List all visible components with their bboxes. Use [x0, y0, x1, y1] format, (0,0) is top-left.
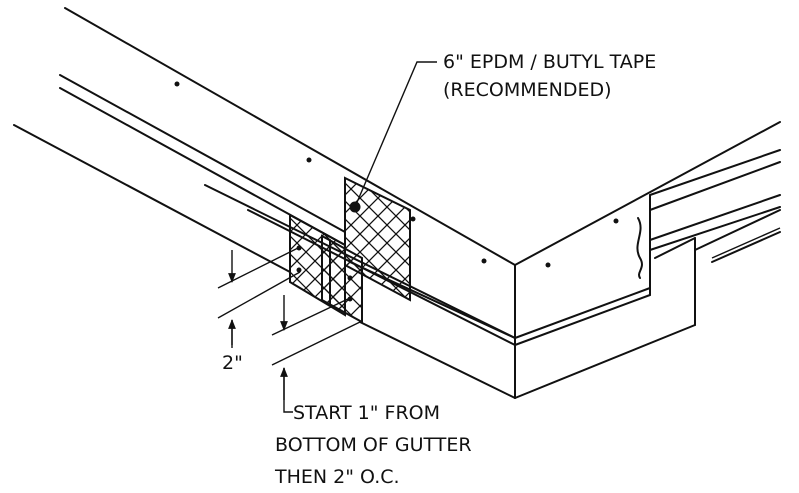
- tape-label-line2: (RECOMMENDED): [443, 79, 612, 101]
- fastener-dot: [481, 258, 487, 264]
- gutter-left-run: [13, 7, 516, 399]
- spacing-label: 2": [222, 352, 243, 374]
- start-label-line3: THEN 2" O.C.: [274, 466, 400, 488]
- fastener-dot: [296, 267, 302, 273]
- fastener-dot: [347, 275, 353, 281]
- start-label-line2: BOTTOM OF GUTTER: [275, 434, 472, 456]
- gutter-right-run: [514, 121, 781, 326]
- fastener-dot: [296, 245, 302, 251]
- fastener-dot: [410, 216, 416, 222]
- fastener-dots: [174, 81, 619, 302]
- tape-leader: [354, 61, 437, 208]
- dimension-2in: [217, 247, 301, 348]
- fastener-dot: [545, 262, 551, 268]
- fastener-dot: [174, 81, 180, 87]
- dimension-start-1in: [271, 295, 361, 413]
- tape-label-line1: 6" EPDM / BUTYL TAPE: [443, 51, 656, 73]
- fastener-dot: [306, 157, 312, 163]
- fastener-dot: [613, 218, 619, 224]
- start-label-line1: START 1" FROM: [293, 402, 440, 424]
- gutter-front-face: [514, 264, 696, 399]
- fastener-dot: [347, 296, 353, 302]
